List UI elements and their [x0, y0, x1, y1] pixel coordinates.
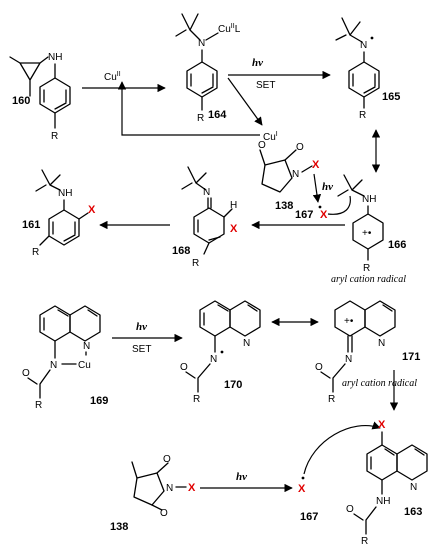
label-164: 164 — [208, 109, 227, 121]
atom-nh-166: NH — [362, 194, 376, 205]
atom-n-138: N — [292, 169, 299, 180]
atom-x-161: X — [88, 204, 96, 216]
atom-r-166: R — [363, 263, 370, 274]
atom-r-164: R — [197, 113, 204, 124]
label-138-top: 138 — [275, 200, 293, 212]
atom-x-167-top: X — [320, 209, 328, 221]
compound-161: NH X R 161 — [22, 169, 96, 258]
note-aryl-cation-radical-2: aryl cation radical — [342, 378, 417, 389]
atom-o-170: O — [180, 362, 188, 373]
label-166: 166 — [388, 239, 406, 251]
atom-n-171b: N — [345, 354, 352, 365]
atom-n-168: N — [203, 187, 210, 198]
cond-set-2: SET — [132, 344, 151, 355]
atom-o-138a: O — [258, 140, 266, 151]
radical-cation-166: +• — [362, 228, 372, 239]
note-aryl-cation-radical-1: aryl cation radical — [331, 274, 406, 285]
atom-cu-169: Cu — [78, 360, 91, 371]
label-167-top: 167 — [295, 209, 313, 221]
compound-138-bottom: O O N X 138 — [110, 454, 196, 533]
compound-170: N N O R 170 — [180, 300, 261, 405]
atom-n-138-bottom: N — [166, 483, 173, 494]
atom-cu2l: CuIIL — [218, 23, 241, 35]
atom-h-168: H — [230, 200, 237, 211]
atom-n-164: N — [198, 38, 205, 49]
atom-o-169: O — [22, 368, 30, 379]
atom-r-170: R — [193, 394, 200, 405]
arrow-to-cu1 — [227, 77, 263, 126]
cond-set-1: SET — [256, 80, 275, 91]
label-165: 165 — [382, 91, 400, 103]
atom-n-171: N — [378, 338, 385, 349]
atom-x-167-bottom: X — [298, 483, 306, 495]
compound-138-top: O O N X 138 — [258, 140, 320, 212]
cond-cu2: CuII — [104, 71, 121, 83]
atom-o-171: O — [315, 362, 323, 373]
compound-164: N CuIIL R 164 — [175, 13, 241, 124]
atom-n-169: N — [83, 341, 90, 352]
label-163: 163 — [404, 506, 422, 518]
atom-x-168: X — [230, 223, 238, 235]
atom-r-168: R — [192, 258, 199, 269]
compound-171: +• N N O R 171 aryl cation radical — [315, 300, 420, 405]
atom-r-165: R — [359, 110, 366, 121]
atom-r-163: R — [361, 536, 368, 547]
radical-cation-171: +• — [344, 316, 354, 327]
atom-nh: NH — [48, 52, 62, 63]
arrow-cu1-regeneration — [117, 81, 260, 136]
arrow-167-attack-bottom — [303, 421, 381, 475]
atom-o-138d: O — [160, 508, 168, 519]
atom-r: R — [51, 131, 58, 142]
atom-nh-163: NH — [376, 496, 390, 507]
label-167-bottom: 167 — [300, 511, 318, 523]
cond-hv-1: hν — [252, 57, 263, 69]
atom-o-138b: O — [296, 142, 304, 153]
arrow-138-to-167 — [312, 173, 322, 203]
atom-n-170: N — [243, 338, 250, 349]
compound-160: NH R 160 — [9, 52, 71, 142]
atom-x-163: X — [378, 419, 386, 431]
compound-168: N H X R 168 — [172, 166, 238, 269]
atom-x-138: X — [312, 159, 320, 171]
cond-cu1: CuI — [263, 131, 278, 143]
label-161: 161 — [22, 219, 40, 231]
label-160: 160 — [12, 95, 30, 107]
compound-163: X N NH O R 163 — [346, 419, 428, 547]
atom-nh-161: NH — [58, 188, 72, 199]
label-169: 169 — [90, 395, 108, 407]
compound-169: N N Cu O R 169 — [22, 305, 108, 411]
atom-n-169b: N — [50, 360, 57, 371]
cond-hv-3: hν — [136, 321, 147, 333]
atom-n-165: N — [360, 40, 367, 51]
label-170: 170 — [224, 379, 242, 391]
label-138-bottom: 138 — [110, 521, 128, 533]
atom-r-169: R — [35, 400, 42, 411]
atom-r-161: R — [32, 247, 39, 258]
compound-165: N R 165 — [335, 17, 400, 121]
atom-o-138c: O — [163, 454, 171, 465]
atom-r-171: R — [328, 394, 335, 405]
label-171: 171 — [402, 351, 420, 363]
label-168: 168 — [172, 245, 190, 257]
cond-hv-2: hν — [322, 181, 333, 193]
atom-o-163: O — [346, 504, 354, 515]
cond-hv-4: hν — [236, 471, 247, 483]
compound-166: NH +• R 166 aryl cation radical — [331, 174, 406, 285]
atom-n-170b: N — [210, 354, 217, 365]
arrow-167-attack — [327, 195, 351, 215]
atom-x-138-bottom: X — [188, 482, 196, 494]
atom-n-163: N — [410, 482, 417, 493]
